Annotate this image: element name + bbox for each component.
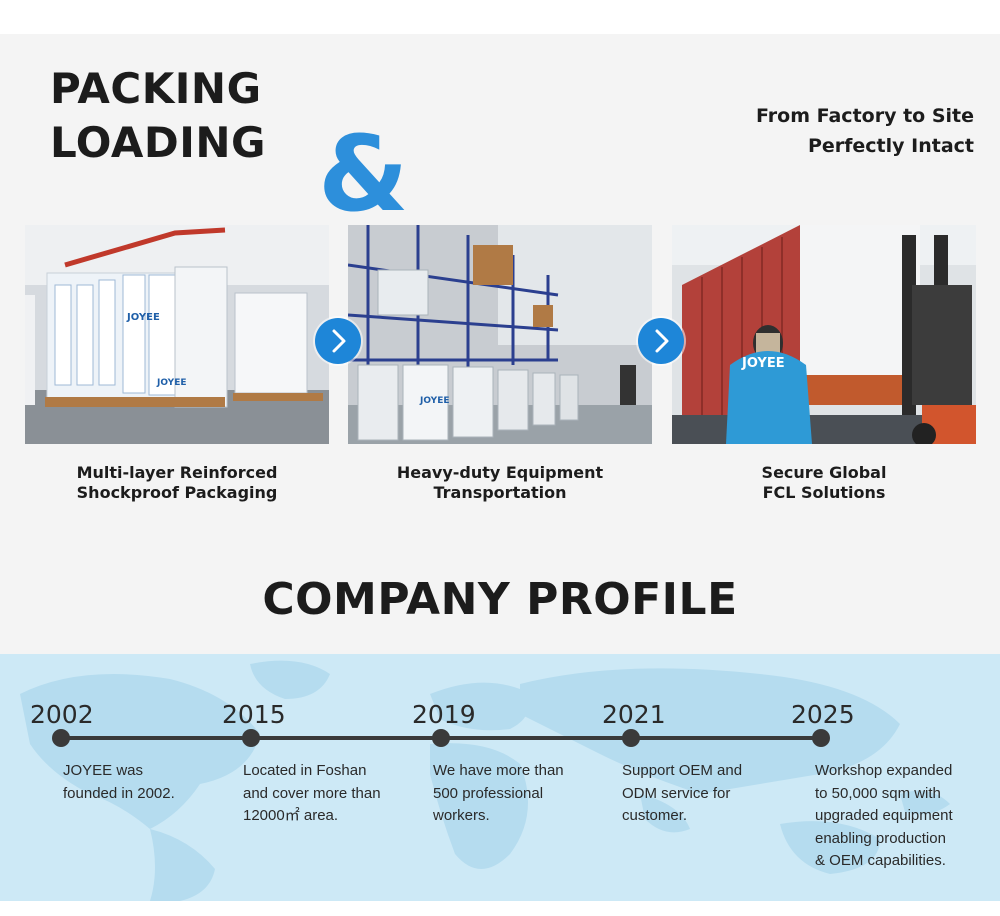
timeline-year: 2015 (222, 700, 286, 729)
caption-line: Transportation (433, 483, 567, 502)
timeline-description-2025: Workshop expanded to 50,000 sqm with upg… (815, 760, 995, 873)
ampersand-mark: & (318, 113, 409, 235)
description-line: enabling production (815, 829, 946, 847)
timeline-year: 2025 (791, 700, 855, 729)
timeline-section (0, 654, 1000, 901)
caption-line: FCL Solutions (762, 483, 886, 502)
photo-shockproof-packaging: JOYEE JOYEE (25, 225, 329, 444)
description-line: 500 professional (433, 784, 544, 802)
description-line: to 50,000 sqm with (815, 784, 941, 802)
timeline-dot (242, 729, 260, 747)
timeline-description-2015: Located in Foshan and cover more than 12… (243, 760, 423, 828)
description-line: ODM service for (622, 784, 731, 802)
description-line: upgraded equipment (815, 807, 953, 824)
next-arrow-button[interactable] (315, 318, 361, 364)
description-line: 12000㎡ area. (243, 807, 339, 824)
description-line: We have more than (433, 762, 564, 779)
brand-text: JOYEE (419, 396, 450, 406)
timeline-dot (812, 729, 830, 747)
heading-line-loading: LOADING (50, 118, 266, 167)
timeline-description-2021: Support OEM and ODM service for customer… (622, 760, 802, 828)
brand-text: JOYEE (126, 312, 160, 323)
timeline-year: 2002 (30, 700, 94, 729)
description-line: founded in 2002. (63, 784, 175, 802)
caption-line: Shockproof Packaging (76, 483, 278, 502)
timeline-description-2019: We have more than 500 professional worke… (433, 760, 613, 828)
company-profile-title: COMPANY PROFILE (262, 574, 738, 625)
caption-line: Heavy-duty Equipment (396, 463, 604, 482)
description-line: Located in Foshan (243, 762, 367, 779)
timeline-year: 2019 (412, 700, 476, 729)
heading-line-packing: PACKING (50, 64, 262, 113)
photo-heavy-duty-transport: JOYEE (348, 225, 652, 444)
description-line: Workshop expanded (815, 762, 953, 779)
description-line: JOYEE was (63, 762, 144, 779)
brand-text: JOYEE (741, 356, 785, 371)
timeline-dot (52, 729, 70, 747)
tagline: From Factory to Site Perfectly Intact (756, 101, 974, 161)
description-line: and cover more than (243, 784, 381, 802)
description-line: Support OEM and (622, 762, 743, 779)
brand-text: JOYEE (156, 378, 187, 388)
description-line: & OEM capabilities. (815, 852, 946, 869)
photo-fcl-solutions: JOYEE (672, 225, 976, 444)
caption-line: Secure Global (761, 463, 887, 482)
timeline-year: 2021 (602, 700, 666, 729)
timeline-dot (622, 729, 640, 747)
next-arrow-button[interactable] (638, 318, 684, 364)
world-map-background (20, 660, 950, 901)
caption-line: Multi-layer Reinforced (76, 463, 278, 482)
chevron-right-icon (332, 329, 346, 353)
tagline-line-1: From Factory to Site (756, 105, 974, 127)
chevron-right-icon (655, 329, 669, 353)
timeline-description-2002: JOYEE was founded in 2002. (63, 760, 243, 805)
caption-heavy-duty-transport: Heavy-duty Equipment Transportation (348, 463, 652, 503)
description-line: customer. (622, 807, 688, 824)
timeline-dot (432, 729, 450, 747)
packing-loading-heading: PACKING LOADING & (50, 64, 409, 227)
tagline-line-2: Perfectly Intact (807, 135, 974, 157)
top-strip (0, 0, 1000, 34)
description-line: workers. (433, 807, 490, 824)
bottom-strip (0, 901, 1000, 916)
caption-shockproof-packaging: Multi-layer Reinforced Shockproof Packag… (25, 463, 329, 503)
caption-fcl-solutions: Secure Global FCL Solutions (672, 463, 976, 503)
